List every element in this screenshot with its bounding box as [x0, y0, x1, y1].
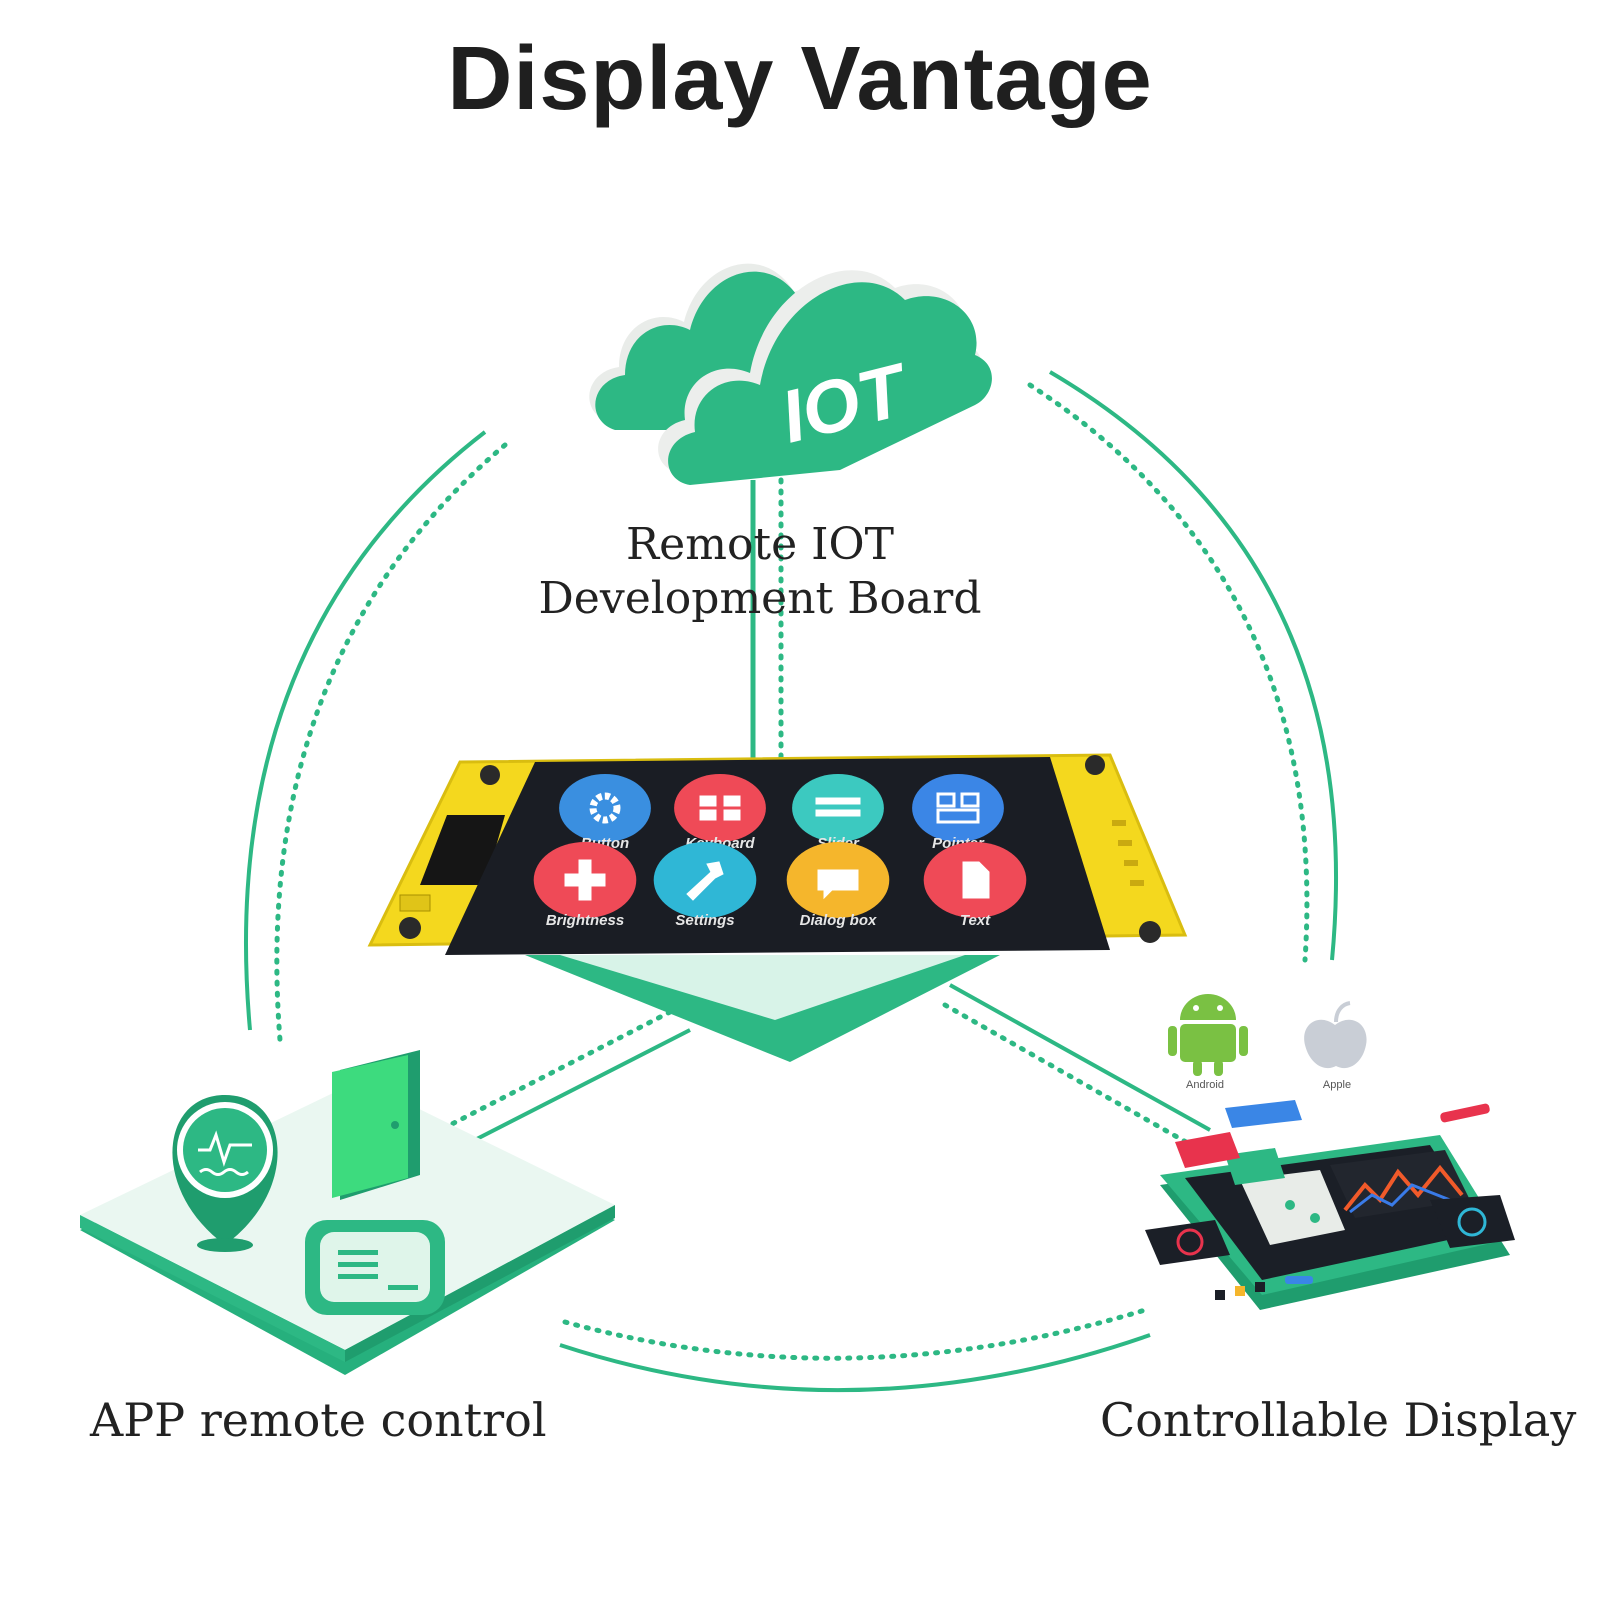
app-keyboard-tile: Keyboard [674, 774, 766, 852]
iot-cloud-group: IOT [589, 263, 992, 485]
app-settings-tile: Settings [653, 842, 757, 929]
board-connector-pins [1112, 820, 1144, 886]
remote-iot-label-line2: Development Board [538, 573, 982, 624]
arc-right-solid [1048, 370, 1339, 961]
spoke-left-solid [464, 1028, 691, 1147]
brightness-icon [533, 842, 637, 918]
arc-left-solid [243, 430, 487, 1031]
development-board: ButtonKeyboardSliderPointerBrightnessSet… [367, 753, 1188, 955]
app-text-tile: Text [923, 842, 1027, 929]
keyboard-icon [674, 774, 766, 842]
arc-bottom-dotted [562, 1307, 1148, 1361]
spoke-right-solid [949, 983, 1211, 1132]
app-dialog-box-tile: Dialog box [786, 842, 890, 929]
front-cloud-icon: IOT [658, 270, 992, 485]
dark-tile-right [1430, 1195, 1515, 1248]
controllable-display-label: Controllable Display [1100, 1393, 1577, 1447]
apple-icon [1304, 1001, 1367, 1069]
board-pedestal [525, 955, 1000, 1062]
remote-iot-board-label: Remote IOT Development Board [530, 518, 990, 626]
app-label: Text [960, 912, 991, 929]
android-icon [1168, 994, 1248, 1076]
app-label: Brightness [546, 912, 624, 929]
wrench-icon [653, 842, 757, 918]
apple-label: Apple [1323, 1079, 1351, 1091]
chat-bubble-icon [786, 842, 890, 918]
control-panel-device-icon [305, 1220, 445, 1315]
red-tile [1175, 1132, 1240, 1168]
spoke-left-dotted [447, 1009, 673, 1128]
controllable-display-illustration [1145, 1100, 1515, 1310]
connector-arcs [243, 370, 1339, 1393]
connector-spokes [447, 477, 1211, 1153]
arc-left-dotted [274, 442, 508, 1043]
android-label: Android [1186, 1079, 1224, 1091]
green-tile [1225, 1148, 1285, 1185]
app-icon-grid: ButtonKeyboardSliderPointerBrightnessSet… [533, 774, 1027, 929]
arc-right-dotted [1027, 382, 1310, 963]
app-button-tile: Button [559, 774, 651, 852]
door-icon [332, 1050, 420, 1200]
app-label: Dialog box [800, 912, 877, 929]
slider-icon [792, 774, 884, 842]
app-label: Settings [675, 912, 734, 929]
blue-tile [1225, 1100, 1302, 1128]
sensor-location-pin-icon [172, 1095, 278, 1252]
dark-tile-left [1145, 1220, 1230, 1265]
gear-icon [559, 774, 651, 842]
page-title: Display Vantage [447, 29, 1153, 129]
remote-iot-label-line1: Remote IOT [626, 519, 894, 570]
board-side-module [420, 815, 505, 885]
app-remote-platform [80, 1050, 615, 1375]
platform-icons: Android Apple [1168, 994, 1367, 1091]
app-remote-control-label: APP remote control [90, 1393, 547, 1447]
arc-bottom-solid [559, 1333, 1151, 1393]
app-brightness-tile: Brightness [533, 842, 637, 929]
document-icon [923, 842, 1027, 918]
spoke-right-dotted [942, 1002, 1203, 1153]
pointer-icon [912, 774, 1004, 842]
